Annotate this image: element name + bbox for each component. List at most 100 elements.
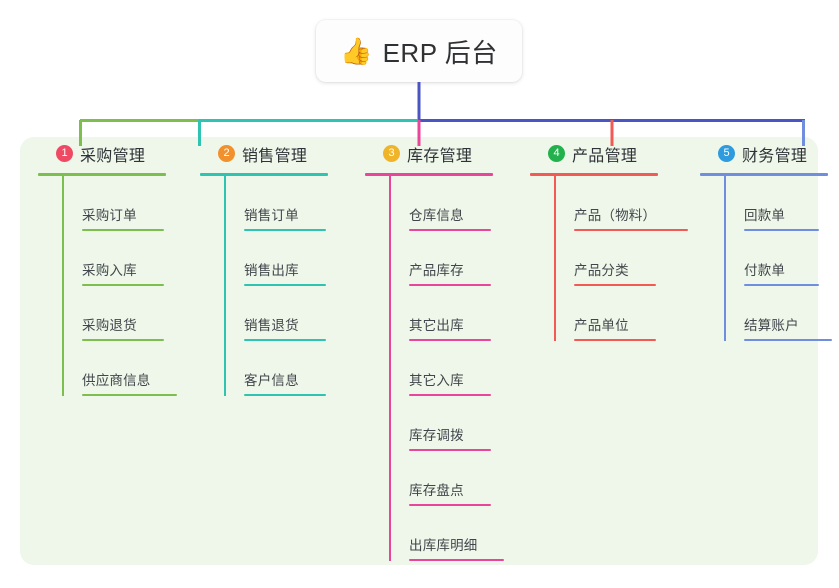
branch-header-rule-4 bbox=[530, 173, 658, 176]
branch-title-2: 销售管理 bbox=[242, 147, 308, 165]
leaf-rule bbox=[409, 394, 491, 396]
leaf-label: 客户信息 bbox=[244, 373, 299, 388]
leaf-label: 回款单 bbox=[744, 208, 786, 223]
leaf-label: 其它入库 bbox=[409, 373, 464, 388]
leaf-rule bbox=[409, 449, 491, 451]
leaf-item[interactable]: 销售出库 bbox=[224, 231, 350, 286]
leaf-item[interactable]: 产品分类 bbox=[554, 231, 700, 286]
leaf-item[interactable]: 库存调拨 bbox=[389, 396, 525, 451]
root-node-card[interactable]: 👍 ERP 后台 bbox=[316, 20, 522, 82]
branch-header-rule-2 bbox=[200, 173, 328, 176]
leaf-label: 采购退货 bbox=[82, 318, 137, 333]
leaf-label: 产品分类 bbox=[574, 263, 629, 278]
branch-badge-4: 4 bbox=[548, 145, 565, 162]
branch-header-4[interactable]: 4 产品管理 bbox=[530, 137, 700, 170]
leaf-label: 结算账户 bbox=[744, 318, 799, 333]
leaf-label: 销售订单 bbox=[244, 208, 299, 223]
branch-columns: 1 采购管理 采购订单 采购入库 采购退货 供应商信 bbox=[20, 137, 832, 565]
leaf-label: 销售退货 bbox=[244, 318, 299, 333]
leaf-item[interactable]: 其它出库 bbox=[389, 286, 525, 341]
leaf-label: 供应商信息 bbox=[82, 373, 151, 388]
thumbs-up-icon: 👍 bbox=[340, 36, 373, 66]
branch-items-1: 采购订单 采购入库 采购退货 供应商信息 bbox=[38, 176, 188, 396]
leaf-item[interactable]: 回款单 bbox=[724, 176, 839, 231]
branch-badge-5: 5 bbox=[718, 145, 735, 162]
leaf-label: 采购订单 bbox=[82, 208, 137, 223]
leaf-item[interactable]: 产品（物料） bbox=[554, 176, 700, 231]
branch-title-4: 产品管理 bbox=[572, 147, 638, 165]
leaf-rule bbox=[82, 229, 164, 231]
leaf-item[interactable]: 采购订单 bbox=[62, 176, 188, 231]
leaf-rule bbox=[574, 339, 656, 341]
branch-badge-2: 2 bbox=[218, 145, 235, 162]
branch-items-5: 回款单 付款单 结算账户 bbox=[700, 176, 839, 341]
leaf-label: 库存调拨 bbox=[409, 428, 464, 443]
branch-badge-1: 1 bbox=[56, 145, 73, 162]
leaf-item[interactable]: 采购入库 bbox=[62, 231, 188, 286]
leaf-rule bbox=[82, 284, 164, 286]
leaf-item[interactable]: 销售订单 bbox=[224, 176, 350, 231]
leaf-rule bbox=[409, 559, 504, 561]
leaf-item[interactable]: 其它入库 bbox=[389, 341, 525, 396]
leaf-item[interactable]: 出库库明细 bbox=[389, 506, 525, 561]
leaf-item[interactable]: 客户信息 bbox=[224, 341, 350, 396]
leaf-item[interactable]: 仓库信息 bbox=[389, 176, 525, 231]
branch-header-rule-5 bbox=[700, 173, 828, 176]
leaf-label: 产品库存 bbox=[409, 263, 464, 278]
branch-header-2[interactable]: 2 销售管理 bbox=[200, 137, 350, 170]
leaf-label: 销售出库 bbox=[244, 263, 299, 278]
leaf-rule bbox=[244, 394, 326, 396]
branch-header-5[interactable]: 5 财务管理 bbox=[700, 137, 839, 170]
leaf-label: 库存盘点 bbox=[409, 483, 464, 498]
branch-spine-2 bbox=[224, 176, 226, 396]
leaf-item[interactable]: 销售退货 bbox=[224, 286, 350, 341]
branch-title-5: 财务管理 bbox=[742, 147, 808, 165]
leaf-rule bbox=[82, 339, 164, 341]
leaf-rule bbox=[574, 284, 656, 286]
leaf-item[interactable]: 结算账户 bbox=[724, 286, 839, 341]
leaf-rule bbox=[244, 284, 326, 286]
leaf-label: 出库库明细 bbox=[409, 538, 478, 553]
leaf-rule bbox=[409, 284, 491, 286]
root-node-title: ERP 后台 bbox=[382, 37, 498, 68]
branch-header-3[interactable]: 3 库存管理 bbox=[365, 137, 525, 170]
branch-spine-4 bbox=[554, 176, 556, 341]
branch-header-rule-1 bbox=[38, 173, 166, 176]
leaf-rule bbox=[744, 339, 832, 341]
leaf-rule bbox=[409, 339, 491, 341]
leaf-label: 付款单 bbox=[744, 263, 786, 278]
leaf-item[interactable]: 产品单位 bbox=[554, 286, 700, 341]
leaf-rule bbox=[409, 229, 491, 231]
leaf-item[interactable]: 采购退货 bbox=[62, 286, 188, 341]
branch-header-1[interactable]: 1 采购管理 bbox=[38, 137, 188, 170]
leaf-rule bbox=[744, 229, 819, 231]
branch-header-rule-3 bbox=[365, 173, 493, 176]
leaf-item[interactable]: 产品库存 bbox=[389, 231, 525, 286]
branch-items-4: 产品（物料） 产品分类 产品单位 bbox=[530, 176, 700, 341]
leaf-rule bbox=[244, 229, 326, 231]
branch-items-2: 销售订单 销售出库 销售退货 客户信息 bbox=[200, 176, 350, 396]
leaf-label: 产品单位 bbox=[574, 318, 629, 333]
branch-badge-3: 3 bbox=[383, 145, 400, 162]
leaf-item[interactable]: 付款单 bbox=[724, 231, 839, 286]
leaf-label: 产品（物料） bbox=[574, 208, 657, 223]
leaf-rule bbox=[244, 339, 326, 341]
branch-column-4: 4 产品管理 产品（物料） 产品分类 产品单位 bbox=[530, 137, 700, 341]
leaf-label: 仓库信息 bbox=[409, 208, 464, 223]
branch-title-3: 库存管理 bbox=[407, 147, 473, 165]
branch-column-1: 1 采购管理 采购订单 采购入库 采购退货 供应商信 bbox=[38, 137, 188, 396]
branch-items-3: 仓库信息 产品库存 其它出库 其它入库 库存调拨 bbox=[365, 176, 525, 561]
leaf-item[interactable]: 库存盘点 bbox=[389, 451, 525, 506]
branch-column-2: 2 销售管理 销售订单 销售出库 销售退货 客户信息 bbox=[200, 137, 350, 396]
leaf-rule bbox=[409, 504, 491, 506]
branch-title-1: 采购管理 bbox=[80, 147, 146, 165]
leaf-rule bbox=[744, 284, 819, 286]
branch-panel-background bbox=[20, 137, 818, 565]
leaf-item[interactable]: 供应商信息 bbox=[62, 341, 188, 396]
branch-spine-1 bbox=[62, 176, 64, 396]
branch-spine-3 bbox=[389, 176, 391, 561]
branch-column-5: 5 财务管理 回款单 付款单 结算账户 bbox=[700, 137, 839, 341]
leaf-label: 采购入库 bbox=[82, 263, 137, 278]
leaf-label: 其它出库 bbox=[409, 318, 464, 333]
